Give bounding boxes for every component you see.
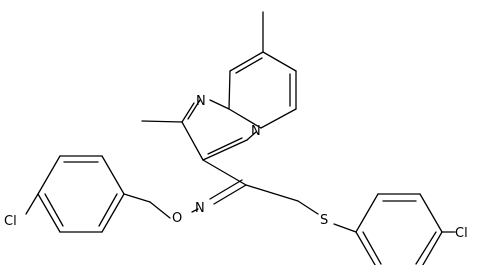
atom-cl-left: Cl <box>4 214 17 229</box>
o-ch2-bond <box>149 201 171 219</box>
oxime-double-bond-b <box>209 179 243 200</box>
left-phenyl-ring <box>37 155 125 233</box>
chain-bond-s <box>297 200 319 215</box>
atom-cl-right: Cl <box>455 226 468 241</box>
methyl-bond-left <box>141 120 183 123</box>
atom-o-oxime: O <box>172 211 182 226</box>
chain-bond-ch2 <box>245 184 299 202</box>
chain-bond-1 <box>202 159 247 186</box>
imidazole-ring <box>181 99 257 161</box>
s-aryl-bond <box>333 223 357 233</box>
right-phenyl-ring <box>355 193 443 265</box>
n-o-bond <box>191 208 199 213</box>
atom-n-bridge: N <box>251 124 261 139</box>
left-cl-bond <box>25 193 39 215</box>
atom-s-thio: S <box>320 213 328 228</box>
atom-n-oxime: N <box>195 201 205 216</box>
atom-n-ring: N <box>196 94 206 109</box>
pyridine-ring <box>228 51 297 129</box>
ch2-aryl-bond <box>123 193 151 203</box>
oxime-double-bond-a <box>213 184 247 205</box>
